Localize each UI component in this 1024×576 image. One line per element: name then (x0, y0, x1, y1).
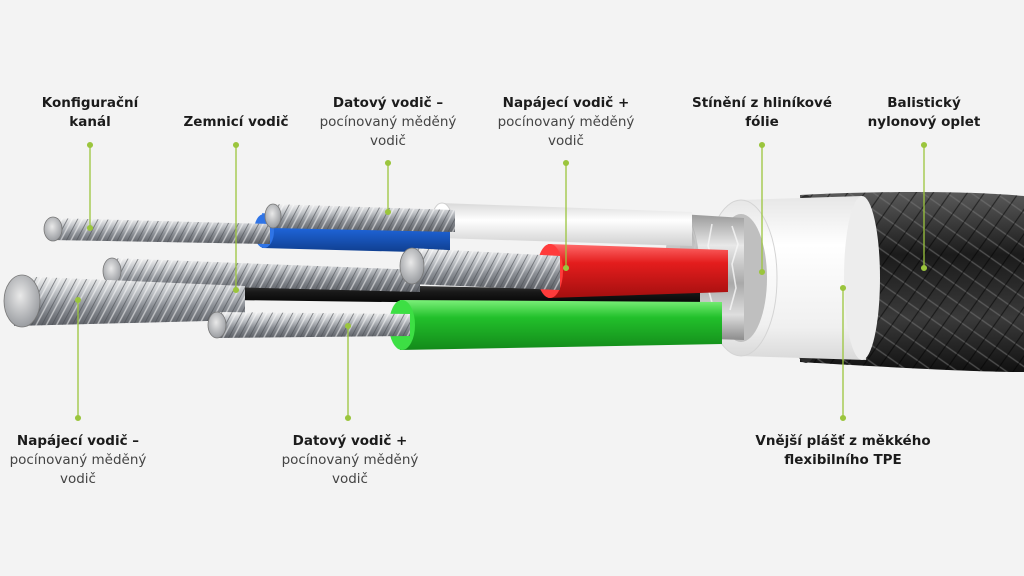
label-data-minus: Datový vodič – pocínovaný měděný vodič (319, 95, 457, 149)
leader-jacket (839, 284, 847, 422)
label-nylon-braid: Balistický nylonový oplet (867, 95, 981, 130)
leader-config (86, 141, 94, 232)
leader-lines (74, 141, 928, 422)
wire-ground (102, 257, 420, 292)
leader-braid (920, 141, 928, 272)
leader-power-minus (74, 296, 82, 422)
green-insulation (389, 300, 722, 350)
wire-data-plus (207, 311, 410, 339)
white-insulation (431, 202, 692, 246)
label-ground-wire: Zemnicí vodič (183, 114, 289, 130)
leader-data-plus (344, 322, 352, 422)
label-data-plus: Datový vodič + pocínovaný měděný vodič (281, 433, 419, 487)
label-aluminium-shield: Stínění z hliníkové fólie (691, 95, 833, 130)
label-config-channel: Konfigurační kanál (41, 95, 139, 130)
leader-data-minus (384, 159, 392, 216)
wire-data-minus (264, 203, 455, 232)
wire-power-minus (3, 274, 245, 328)
label-tpe-jacket: Vnější plášť z měkkého flexibilního TPE (755, 433, 931, 468)
label-power-plus: Napájecí vodič + pocínovaný měděný vodič (497, 95, 635, 149)
leader-power-plus (562, 159, 570, 272)
wire-config (43, 216, 270, 244)
leader-shield (758, 141, 766, 276)
label-power-minus: Napájecí vodič – pocínovaný měděný vodič (9, 433, 147, 487)
wire-power-plus (399, 247, 560, 290)
leader-ground (232, 141, 240, 294)
